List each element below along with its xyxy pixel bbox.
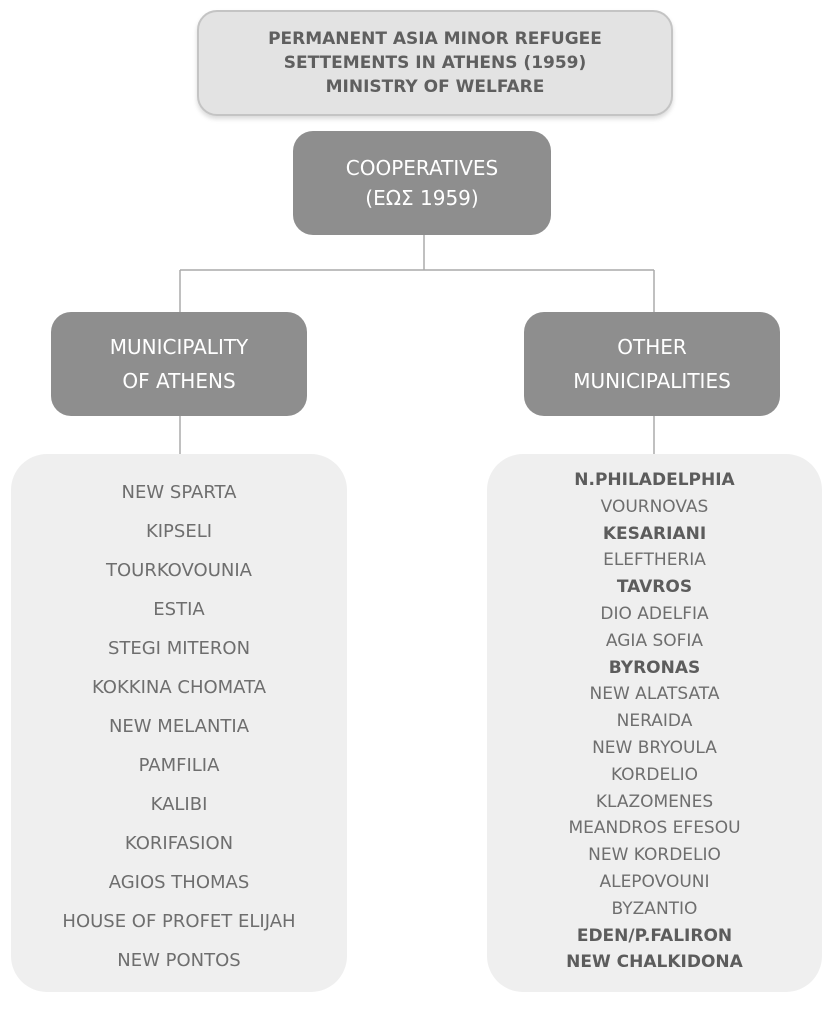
other-municipalities-node: OTHER MUNICIPALITIES	[524, 312, 780, 416]
settlement-item: NEW SPARTA	[121, 482, 237, 503]
athens-settlements-list: NEW SPARTA KIPSELI TOURKOVOUNIA ESTIA STEGI …	[11, 454, 347, 988]
node-label-line: OF ATHENS	[122, 369, 236, 393]
settlement-item: PAMFILIA	[138, 755, 220, 776]
settlement-item: ALEPOVOUNI	[599, 871, 710, 892]
settlement-item: NERAIDA	[616, 711, 693, 732]
settlement-item: TOURKOVOUNIA	[106, 560, 252, 581]
node-label-line: MUNICIPALITY	[109, 335, 249, 359]
settlement-item: ELEFTHERIA	[603, 550, 706, 571]
settlement-item: BYZANTIO	[611, 898, 698, 919]
settlement-item: EDEN/P.FALIRON	[576, 925, 733, 946]
settlement-item: NEW BRYOULA	[592, 737, 717, 758]
settlement-item: AGIA SOFIA	[605, 630, 704, 651]
athens-settlements-panel: NEW SPARTA KIPSELI TOURKOVOUNIA ESTIA STEGI …	[11, 454, 347, 992]
settlement-item: BYRONAS	[608, 657, 701, 678]
settlement-item: HOUSE OF PROFET ELIJAH	[62, 911, 296, 932]
title-line: SETTEMENTS IN ATHENS (1959)	[283, 53, 587, 73]
settlement-item: N.PHILADELPHIA	[574, 470, 735, 490]
settlement-item: KALIBI	[150, 794, 208, 815]
title-node: PERMANENT ASIA MINOR REFUGEE SETTEMENTS …	[197, 10, 673, 116]
settlement-item: AGIOS THOMAS	[108, 872, 250, 893]
other-settlements-panel: N.PHILADELPHIA VOURNOVAS KESARIANI ELEFTHER…	[487, 454, 822, 992]
settlement-item: MEANDROS EFESOU	[568, 818, 741, 839]
settlement-item: ESTIA	[153, 599, 205, 620]
settlement-item: NEW CHALKIDONA	[566, 952, 743, 973]
settlement-item: KIPSELI	[145, 521, 213, 542]
cooperatives-label: COOPERATIVES	[345, 156, 499, 180]
title-line: PERMANENT ASIA MINOR REFUGEE	[268, 29, 602, 49]
node-label-line: MUNICIPALITIES	[573, 369, 731, 393]
municipality-of-athens-node: MUNICIPALITY OF ATHENS	[51, 312, 307, 416]
settlement-item: NEW ALATSATA	[589, 684, 720, 705]
other-settlements-list: N.PHILADELPHIA VOURNOVAS KESARIANI ELEFTHER…	[487, 454, 822, 976]
node-label-line: OTHER	[617, 335, 687, 359]
settlement-item: KLAZOMENES	[595, 791, 714, 812]
settlement-item: KOKKINA CHOMATA	[91, 677, 267, 698]
settlement-item: TAVROS	[616, 577, 693, 598]
settlement-item: KESARIANI	[602, 523, 707, 544]
settlement-item: DIO ADELFIA	[600, 603, 709, 624]
cooperatives-period: (ΕΩΣ 1959)	[365, 186, 479, 210]
settlement-item: STEGI MITERON	[107, 638, 251, 659]
settlement-item: NEW PONTOS	[117, 950, 241, 971]
settlement-item: KORDELIO	[610, 764, 699, 785]
settlement-item: NEW MELANTIA	[108, 716, 250, 737]
settlement-item: VOURNOVAS	[600, 496, 709, 517]
settlement-item: NEW KORDELIO	[588, 845, 721, 866]
settlement-item: KORIFASION	[124, 833, 234, 854]
title-line: MINISTRY OF WELFARE	[325, 77, 545, 97]
cooperatives-node: COOPERATIVES (ΕΩΣ 1959)	[293, 131, 551, 235]
